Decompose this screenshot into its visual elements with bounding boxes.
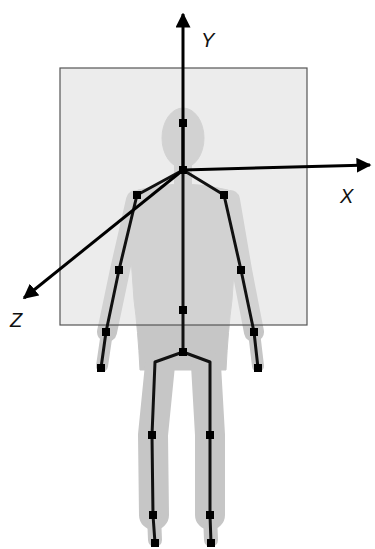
axis-label: Y	[201, 30, 214, 50]
skeleton-joints	[97, 119, 262, 547]
joint-marker	[254, 364, 262, 372]
axis-label: Z	[10, 310, 22, 330]
joint-marker	[115, 266, 123, 274]
joint-marker	[97, 364, 105, 372]
coordinate-axes	[24, 14, 370, 298]
joint-marker	[102, 328, 110, 336]
joint-marker	[179, 119, 187, 127]
joint-marker	[149, 511, 157, 519]
joint-marker	[133, 191, 141, 199]
joint-marker	[206, 431, 214, 439]
joint-marker	[151, 539, 159, 547]
joint-marker	[237, 266, 245, 274]
joint-marker	[179, 348, 187, 356]
joint-marker	[179, 166, 187, 174]
joint-marker	[179, 306, 187, 314]
joint-marker	[220, 191, 228, 199]
joint-marker	[207, 539, 215, 547]
joint-marker	[250, 328, 258, 336]
joint-marker	[148, 431, 156, 439]
axis-label: X	[340, 186, 353, 206]
joint-marker	[206, 511, 214, 519]
skeleton-bones	[101, 123, 258, 543]
